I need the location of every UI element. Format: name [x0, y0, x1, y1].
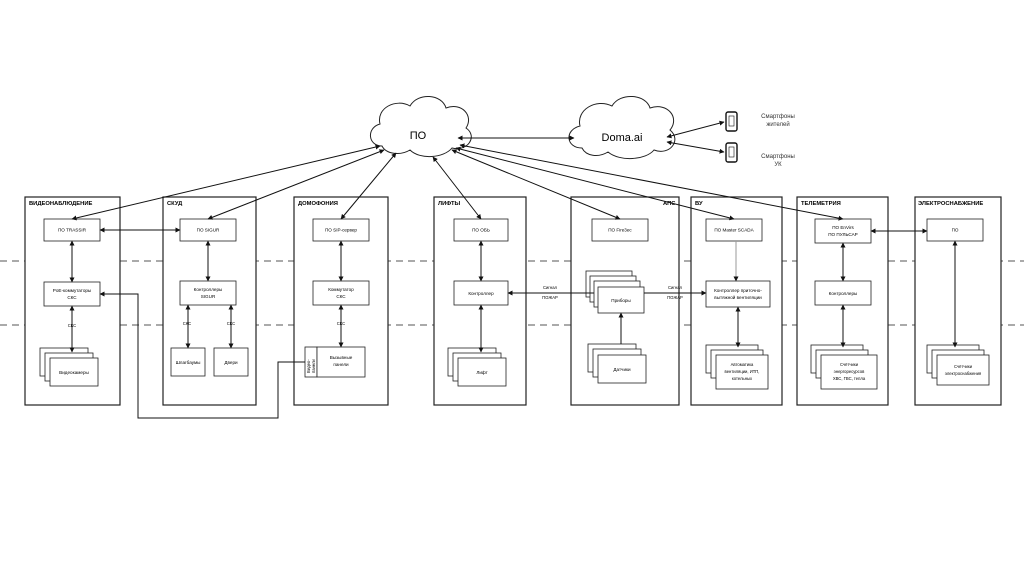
- intercom-video-panels-label-1: Видео-: [306, 359, 311, 373]
- vent-po-label: ПО Master SCADA: [714, 228, 754, 233]
- lifts-controller-label: Контроллер: [468, 291, 494, 296]
- telemetry-controllers-label: Контроллеры: [829, 291, 858, 296]
- link-doma-phone-residents: [666, 120, 725, 139]
- section-skud-title: СКУД: [167, 201, 183, 207]
- intercom-video-panels-label-2: панели: [311, 358, 316, 373]
- vent-automation-label-2: вентиляции, ИТП,: [725, 369, 760, 374]
- skud-controllers-label-1: Контроллеры: [194, 287, 223, 292]
- intercom-po-label: ПО SIP-сервер: [325, 228, 357, 233]
- section-lifts-title: ЛИФТЫ: [438, 201, 461, 207]
- video-cameras-label: Видеокамеры: [59, 370, 89, 375]
- section-ventilation: ВУ ПО Master SCADA Контроллер приточно- …: [690, 196, 783, 406]
- section-ventilation-title: ВУ: [695, 201, 703, 207]
- section-video: ВИДЕОНАБЛЮДЕНИЕ ПО TRASSIR PoE-коммутато…: [24, 196, 121, 406]
- intercom-call-panels-label-1: Вызывные: [330, 355, 353, 360]
- signal-fire-vent-label-2: ПОЖАР: [667, 295, 683, 300]
- fire-sensors-label: Датчики: [613, 367, 631, 372]
- vent-controller-label-1: Контроллер приточно-: [714, 288, 762, 293]
- power-meters-box: [936, 354, 990, 386]
- link-doma-phone-uk: [666, 140, 725, 154]
- telemetry-meters-label-2: энергоресурсов: [834, 369, 865, 374]
- link-video-panels-poe: [99, 291, 305, 419]
- video-switch-label-1: PoE-коммутаторы: [53, 288, 91, 293]
- section-telemetry-title: ТЕЛЕМЕТРИЯ: [801, 201, 841, 207]
- vent-automation-box: [715, 354, 769, 390]
- power-meters-label-2: электроснабжения: [945, 371, 981, 376]
- phone-uk-label-2: УК: [774, 162, 782, 168]
- lifts-elevator-label: Лифт: [476, 370, 488, 375]
- phone-residents-label-2: жителей: [766, 121, 789, 128]
- phone-uk-label-1: Смартфоны: [761, 154, 795, 160]
- telemetry-meters-label-3: ХВС, ГВС, тепла: [833, 376, 866, 381]
- telemetry-meters-box: [820, 354, 878, 390]
- video-switch-label-2: СКС: [67, 295, 77, 300]
- skud-controllers-box: [179, 280, 237, 306]
- skud-doors-box: [213, 347, 249, 377]
- smartphone-uk: Смартфоны УК: [725, 142, 795, 168]
- video-switch-box: [43, 281, 101, 307]
- vent-controller-box: [705, 280, 771, 308]
- section-intercom: ДОМОФОНИЯ ПО SIP-сервер Коммутатор СКС С…: [293, 196, 389, 406]
- signal-fire-lift-label-1: Сигнал: [543, 285, 558, 290]
- link-cloud-telemetry: [459, 143, 844, 221]
- section-power-title: ЭЛЕКТРОСНАБЖЕНИЕ: [918, 201, 983, 207]
- section-intercom-title: ДОМОФОНИЯ: [298, 201, 338, 207]
- skud-cks-label-1: СКС: [183, 321, 191, 326]
- skud-po-label: ПО SIGUR: [197, 228, 220, 233]
- signal-fire-lift-label-2: ПОЖАР: [542, 295, 558, 300]
- intercom-switch-label-2: СКС: [336, 294, 346, 299]
- intercom-switch-label-1: Коммутатор: [328, 287, 354, 292]
- intercom-switch-box: [312, 280, 370, 306]
- skud-doors-label: Двери: [224, 360, 238, 365]
- power-meters-label-1: Счётчики: [954, 364, 973, 369]
- telemetry-meters-label-1: Счётчики: [840, 362, 859, 367]
- smartphone-icon: [725, 111, 738, 132]
- lifts-elevator-box: [457, 357, 507, 387]
- skud-barriers-label: Шлагбаумы: [176, 360, 201, 365]
- phone-residents-label-1: Смартфоны: [761, 114, 795, 120]
- section-skud: СКУД ПО SIGUR Контроллеры SIGUR СКС СКС …: [162, 196, 257, 406]
- po-cloud: ПО: [370, 96, 472, 157]
- fire-po-label: ПО Fire3ec: [608, 228, 632, 233]
- lifts-po-label: ПО ОБЬ: [472, 228, 490, 233]
- po-cloud-label: ПО: [410, 130, 427, 142]
- telemetry-po-label-2: ПО ПУЛЬСАР: [828, 232, 858, 237]
- video-cameras-box: [49, 357, 99, 387]
- section-power: ЭЛЕКТРОСНАБЖЕНИЕ ПО Счётчики электроснаб…: [914, 196, 1002, 406]
- telemetry-po-label-1: ПО EnVirs: [832, 225, 854, 230]
- section-fire-alarm: АПС ПО Fire3ec Приборы Датчики: [570, 196, 680, 406]
- smartphone-residents: Смартфоны жителей: [725, 111, 795, 132]
- link-cloud-intercom: [340, 152, 397, 220]
- signal-fire-vent-label-1: Сигнал: [668, 285, 683, 290]
- video-po-label: ПО TRASSIR: [58, 228, 87, 233]
- skud-controllers-label-2: SIGUR: [201, 294, 216, 299]
- smartphone-icon: [725, 142, 738, 163]
- section-lifts: ЛИФТЫ ПО ОБЬ Контроллер Лифт: [433, 196, 527, 406]
- doma-cloud: Doma.ai: [568, 96, 676, 159]
- vent-automation-label-3: котельных: [732, 376, 753, 381]
- section-video-title: ВИДЕОНАБЛЮДЕНИЕ: [29, 201, 93, 207]
- fire-sensors-box: [597, 354, 647, 384]
- power-po-label: ПО: [952, 228, 959, 233]
- doma-cloud-label: Doma.ai: [602, 132, 643, 144]
- section-telemetry: ТЕЛЕМЕТРИЯ ПО EnVirs ПО ПУЛЬСАР Контролл…: [796, 196, 889, 406]
- vent-controller-label-2: вытяжной вентиляции: [714, 294, 762, 300]
- telemetry-po-box: [814, 218, 872, 244]
- intercom-call-panels-box: [316, 346, 366, 378]
- intercom-call-panels-label-2: панели: [333, 362, 349, 367]
- fire-devices-label: Приборы: [611, 298, 630, 303]
- vent-automation-label-1: Автоматика: [731, 362, 754, 367]
